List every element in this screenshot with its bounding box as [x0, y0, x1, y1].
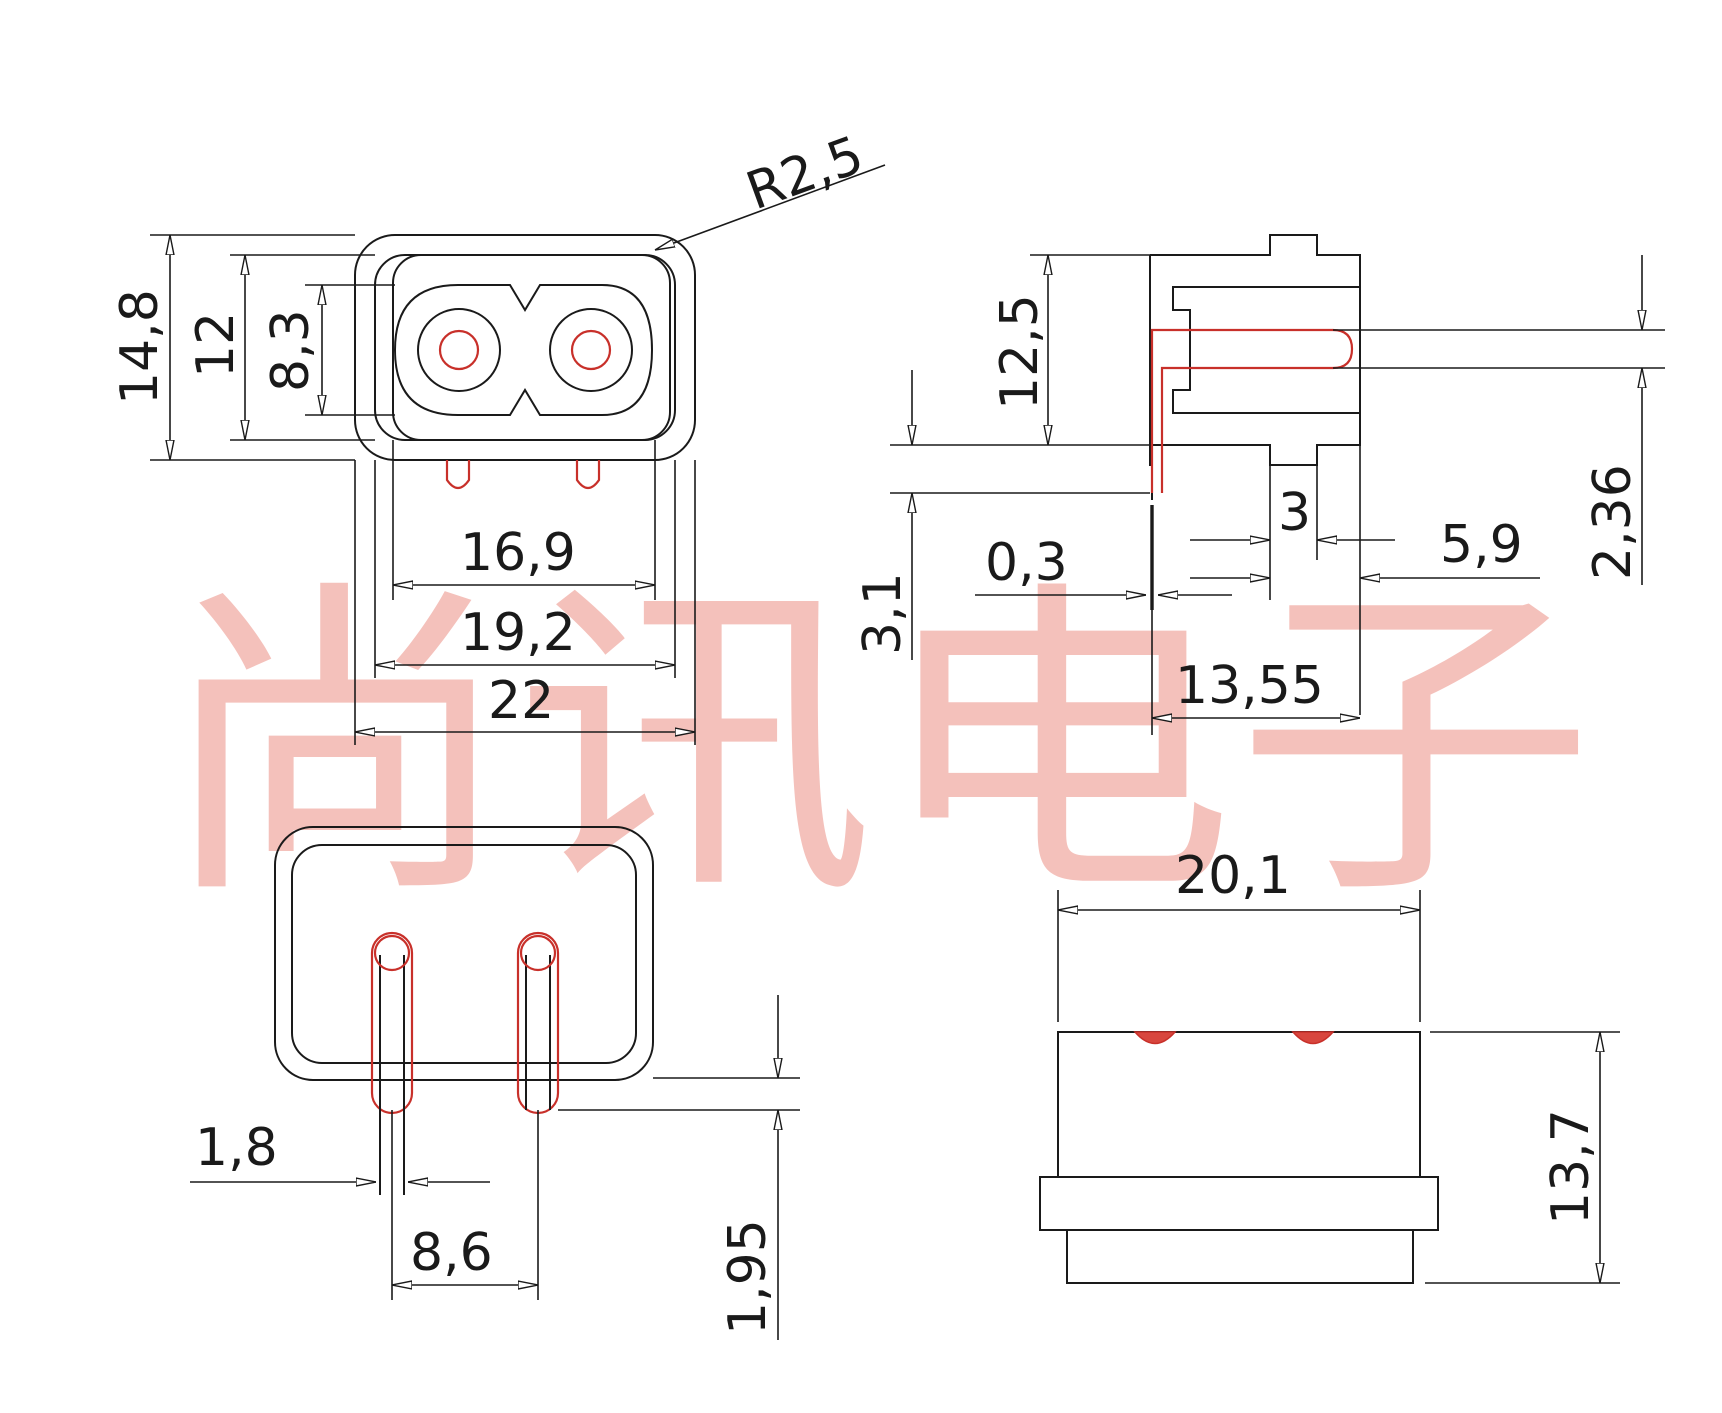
socket-right-pin [570, 329, 612, 371]
top-body-outline [1057, 1031, 1421, 1178]
dim-label-0-3: 0,3 [985, 533, 1068, 593]
radius-leader [655, 164, 886, 251]
top-view: 20,1 13,7 [1039, 846, 1620, 1284]
pin-left-head [373, 934, 411, 972]
front-mid-outline [374, 254, 676, 441]
dim-label-1-95: 1,95 [718, 1219, 778, 1335]
dim-label-22: 22 [488, 671, 554, 731]
top-pin-right [1291, 1031, 1335, 1045]
front-inner-outline [392, 254, 671, 441]
dim-label-14-8: 14,8 [110, 289, 170, 405]
dim-label-5-9: 5,9 [1440, 515, 1523, 575]
dim-label-1-8: 1,8 [195, 1118, 278, 1178]
socket-left-pin [438, 329, 480, 371]
socket-right-ring [549, 308, 633, 392]
bottom-outer-outline [274, 826, 654, 1081]
side-view: 12,5 3,1 0,3 3 5,9 13,55 2,36 [853, 234, 1665, 735]
dim-label-12: 12 [186, 312, 246, 378]
top-pin-left [1133, 1031, 1177, 1045]
socket-outline [393, 284, 654, 416]
dim-label-3-1: 3,1 [853, 572, 913, 655]
dim-label-radius: R2,5 [739, 125, 871, 222]
dim-label-3: 3 [1278, 483, 1311, 543]
dim-label-20-1: 20,1 [1175, 846, 1291, 906]
bottom-inner-outline [291, 844, 637, 1064]
top-base-outline [1066, 1229, 1414, 1284]
top-flange-outline [1039, 1176, 1439, 1231]
bottom-view: 1,8 8,6 1,95 [190, 826, 800, 1340]
side-pin-profile [1150, 328, 1354, 493]
front-outer-outline [354, 234, 696, 461]
dim-label-8-3: 8,3 [261, 309, 321, 392]
dim-label-13-7: 13,7 [1541, 1109, 1601, 1225]
pin-tail-left [445, 460, 471, 490]
front-view: 14,8 12 8,3 R2,5 16,9 19,2 22 [110, 125, 886, 745]
side-slot-outline [1172, 286, 1360, 414]
side-body-outline [1149, 234, 1361, 466]
socket-left-ring [417, 308, 501, 392]
dim-label-2-36: 2,36 [1583, 464, 1643, 580]
watermark-text: 尚讯电子 [155, 554, 1595, 938]
pin-right-head [519, 934, 557, 972]
pin-tail-right [575, 460, 601, 490]
dim-label-16-9: 16,9 [460, 523, 576, 583]
pin-right-body [516, 931, 560, 1115]
dim-label-19-2: 19,2 [460, 603, 576, 663]
dim-label-12-5: 12,5 [990, 294, 1050, 410]
dim-label-8-6: 8,6 [410, 1223, 493, 1283]
pin-left-body [370, 931, 414, 1115]
dim-label-13-55: 13,55 [1175, 656, 1324, 716]
